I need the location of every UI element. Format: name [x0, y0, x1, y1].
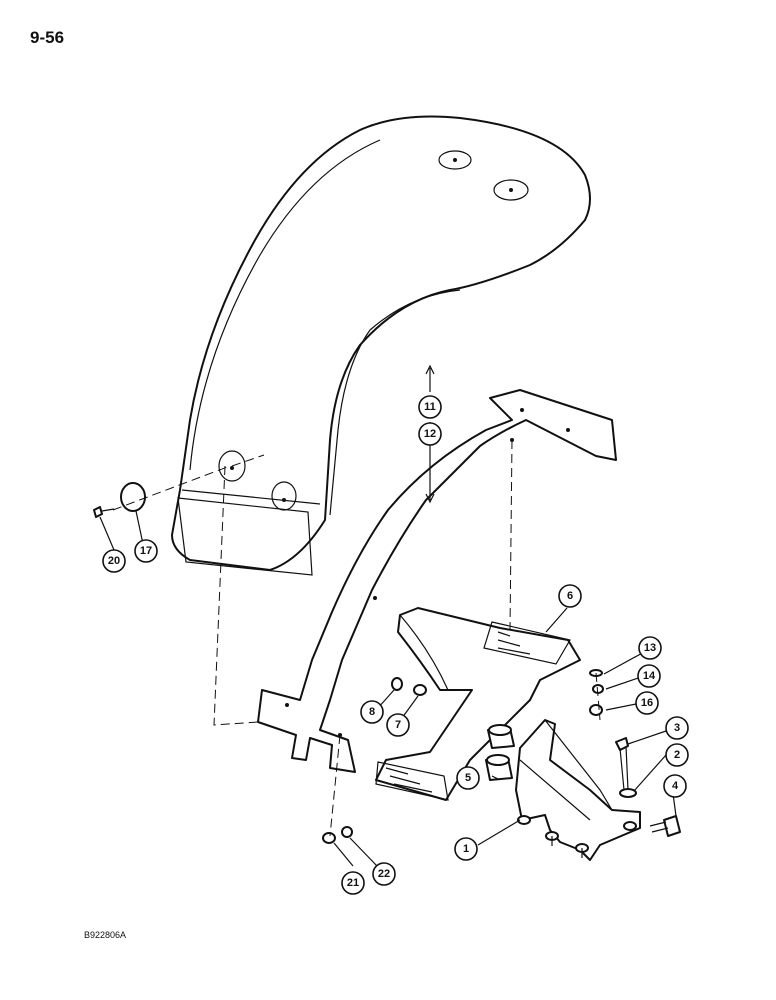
callout-5: 5 — [456, 766, 480, 790]
callout-7: 7 — [386, 713, 410, 737]
callout-label: 20 — [108, 555, 120, 567]
callout-label: 21 — [347, 877, 359, 889]
callout-label: 3 — [674, 722, 680, 734]
callout-label: 17 — [140, 545, 152, 557]
callout-20: 20 — [102, 549, 126, 573]
callout-12: 13 — [638, 636, 662, 660]
callout-label: 13 — [644, 642, 656, 654]
callout-1: 1 — [454, 837, 478, 861]
alignment-lines — [112, 439, 601, 837]
callout-label: 6 — [567, 590, 573, 602]
step-plate — [375, 607, 581, 801]
callouts: 11 12 6 13 14 16 3 2 4 1 5 8 7 21 22 20 … — [102, 395, 689, 895]
callout-11: 12 — [418, 422, 442, 446]
rubber-mounts — [485, 724, 515, 781]
callout-label: 1 — [463, 843, 469, 855]
callout-label: 4 — [672, 780, 679, 792]
callout-22: 22 — [372, 862, 396, 886]
mounting-bracket — [515, 719, 641, 861]
callout-2: 2 — [665, 743, 689, 767]
callout-16: 11 — [418, 395, 442, 419]
callout-6: 6 — [558, 584, 582, 608]
callout-8: 8 — [360, 700, 384, 724]
page-number: 9-56 — [30, 28, 65, 47]
callout-label: 11 — [424, 401, 436, 413]
callout-14: 16 — [635, 691, 659, 715]
callout-13: 14 — [637, 664, 661, 688]
callout-3: 3 — [665, 716, 689, 740]
callout-17: 17 — [134, 539, 158, 563]
callout-label: 12 — [424, 428, 436, 440]
callout-21: 21 — [341, 871, 365, 895]
hardware — [93, 482, 681, 844]
fender — [171, 115, 591, 576]
callout-label: 5 — [465, 772, 471, 784]
callout-4: 4 — [663, 774, 687, 798]
figure-code: B922806A — [84, 930, 127, 940]
callout-label: 2 — [674, 749, 680, 761]
callout-label: 14 — [643, 670, 656, 682]
callout-label: 22 — [378, 868, 390, 880]
callout-label: 8 — [369, 706, 375, 718]
callout-label: 7 — [395, 719, 401, 731]
callout-label: 16 — [641, 697, 653, 709]
